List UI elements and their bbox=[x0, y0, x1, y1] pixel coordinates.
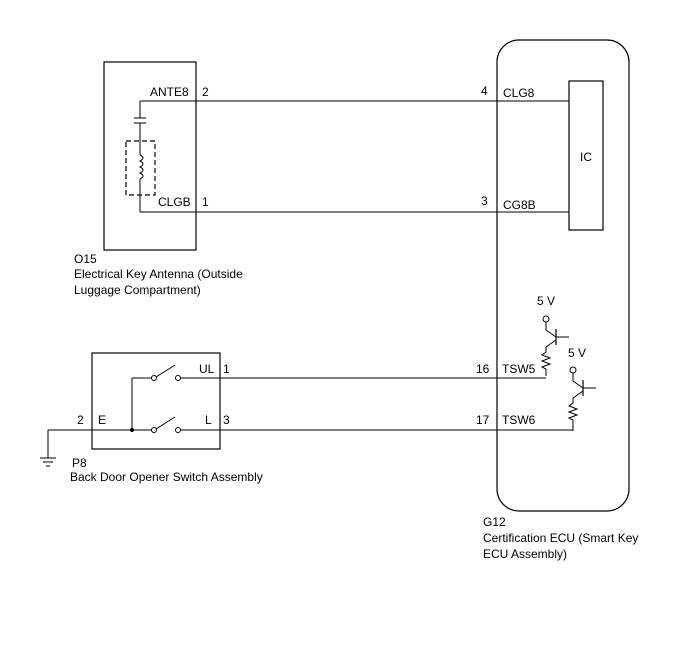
antenna-name-line2: Luggage Compartment) bbox=[74, 283, 201, 297]
switch-ref: P8 bbox=[72, 456, 87, 470]
switch-name: Back Door Opener Switch Assembly bbox=[70, 470, 263, 484]
ecu-name-line2: ECU Assembly) bbox=[483, 547, 567, 561]
ul-pin-number: 1 bbox=[223, 362, 230, 376]
ecu-name-line1: Certification ECU (Smart Key bbox=[483, 531, 638, 545]
cg8b-pin-number: 3 bbox=[481, 194, 488, 208]
cg8b-pin-label: CG8B bbox=[503, 198, 536, 212]
antenna-ref: O15 bbox=[74, 252, 97, 266]
tsw6-pullup-transistor-icon bbox=[567, 366, 596, 431]
tsw6-pin-number: 17 bbox=[476, 413, 490, 427]
ground-icon bbox=[40, 430, 56, 467]
ic-block bbox=[568, 80, 604, 231]
antenna-connector-box bbox=[103, 61, 197, 251]
tsw5-pin-number: 16 bbox=[476, 362, 490, 376]
l-pin-number: 3 bbox=[223, 413, 230, 427]
ul-pin-label: UL bbox=[199, 362, 215, 376]
e-pin-number: 2 bbox=[77, 413, 84, 427]
tsw5-pullup-transistor-icon bbox=[540, 315, 569, 376]
ecu-ref: G12 bbox=[483, 515, 506, 529]
tsw6-supply-label: 5 V bbox=[568, 346, 586, 360]
ecu-box bbox=[496, 39, 630, 512]
clgb-pin-number: 1 bbox=[202, 195, 209, 209]
e-pin-label: E bbox=[98, 413, 106, 427]
antenna-coil-icon bbox=[125, 101, 156, 212]
tsw6-pin-label: TSW6 bbox=[502, 413, 536, 427]
tsw5-supply-label: 5 V bbox=[537, 294, 555, 308]
ante8-pin-label: ANTE8 bbox=[150, 85, 189, 99]
clgb-pin-label: CLGB bbox=[158, 195, 191, 209]
clg8-pin-number: 4 bbox=[481, 84, 488, 98]
clg8-pin-label: CLG8 bbox=[503, 86, 535, 100]
ante8-pin-number: 2 bbox=[202, 85, 209, 99]
switch-connector-box bbox=[91, 352, 221, 450]
tsw5-pin-label: TSW5 bbox=[502, 362, 536, 376]
ic-label: IC bbox=[580, 150, 592, 164]
l-pin-label: L bbox=[205, 413, 212, 427]
switch-contacts-icon bbox=[48, 364, 181, 433]
antenna-name-line1: Electrical Key Antenna (Outside bbox=[74, 267, 243, 281]
